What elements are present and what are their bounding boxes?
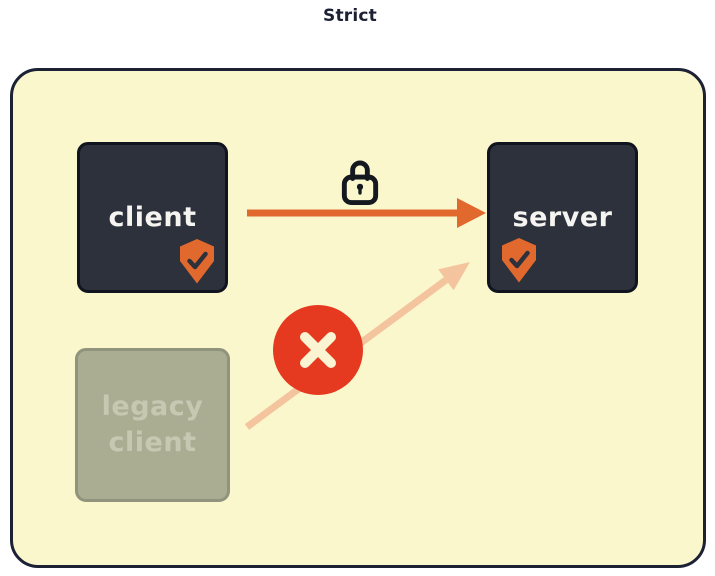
server-label: server xyxy=(512,202,613,233)
server-node: server xyxy=(487,142,638,293)
client-label: client xyxy=(108,202,197,233)
shield-check-icon xyxy=(180,239,214,284)
shield-check-icon xyxy=(502,238,536,283)
legacy-client-label: legacy client xyxy=(101,391,204,458)
diagram-title: Strict xyxy=(323,6,377,26)
legacy-client-node: legacy client xyxy=(75,348,230,502)
client-node: client xyxy=(77,142,228,293)
lock-icon xyxy=(341,160,379,205)
